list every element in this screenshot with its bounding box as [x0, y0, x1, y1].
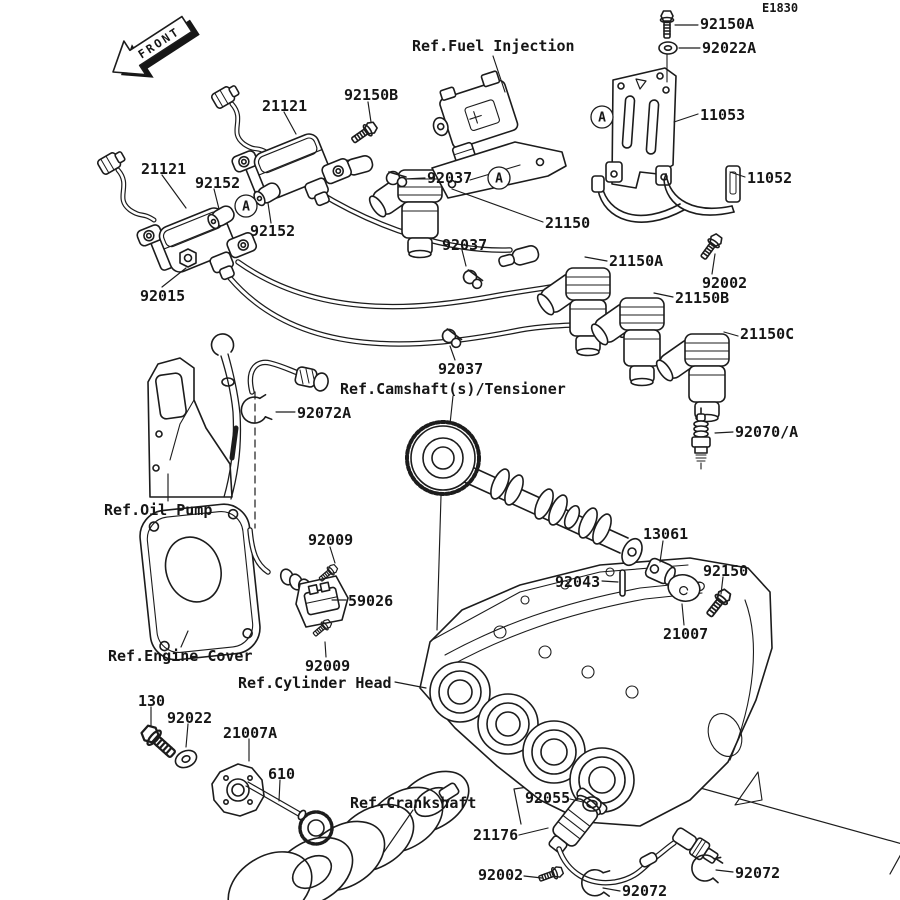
clamp-92037-icon	[439, 326, 465, 350]
timing-rotor-art	[211, 763, 307, 821]
part-label-92070a: 92070/A	[735, 423, 799, 441]
leader-lines	[150, 24, 746, 892]
part-label-11052: 11052	[747, 169, 793, 187]
part-label-92152-upper: 92152	[195, 174, 241, 192]
marker-a-label: A	[598, 111, 606, 126]
bracket-11053-art	[591, 41, 685, 223]
part-label-11053: 11053	[700, 106, 746, 124]
part-label-13061: 13061	[643, 525, 689, 543]
nut-92015-icon	[179, 248, 197, 268]
part-label-92072-right: 92072	[735, 864, 781, 882]
plug-cap-21150a-icon	[533, 267, 611, 357]
part-label-92037-low: 92037	[438, 360, 484, 378]
clamp-92072a-icon	[239, 393, 273, 425]
part-label-92150b: 92150B	[344, 86, 399, 104]
part-label-21150a: 21150A	[609, 252, 664, 270]
engine-cover-art	[139, 503, 261, 661]
part-label-92009-bottom: 92009	[305, 657, 351, 675]
oil-pump-bracket-art	[147, 333, 242, 500]
part-label-92037-mid: 92037	[442, 236, 488, 254]
ref-label-engine-cover: Ref.Engine Cover	[108, 647, 253, 665]
part-label-92072a: 92072A	[297, 404, 352, 422]
part-label-92009-top: 92009	[308, 531, 354, 549]
part-label-92002-top: 92002	[702, 274, 748, 292]
part-label-21007: 21007	[663, 625, 709, 643]
bolt-130-icon	[137, 721, 181, 763]
cylinder-head-art	[419, 557, 773, 827]
part-label-21121-upper: 21121	[262, 97, 308, 115]
assembly-marker-a: A	[590, 105, 614, 129]
front-arrow: FRONT	[112, 15, 200, 78]
part-label-21150: 21150	[545, 214, 591, 232]
spark-plug-icon	[691, 407, 711, 470]
part-label-92152-lower: 92152	[250, 222, 296, 240]
clamp-92037-icon	[460, 267, 486, 291]
part-label-21150c: 21150C	[740, 325, 795, 343]
ref-label-camshaft: Ref.Camshaft(s)/Tensioner	[340, 380, 566, 398]
ref-label-crankshaft: Ref.Crankshaft	[350, 794, 477, 812]
ref-label-fuel-injection: Ref.Fuel Injection	[412, 37, 575, 55]
part-label-21150b: 21150B	[675, 289, 730, 307]
part-label-21007a: 21007A	[223, 724, 278, 742]
bolt-92002-top-icon	[697, 231, 725, 263]
ref-label-oil-pump: Ref.Oil Pump	[104, 501, 213, 519]
part-label-92055: 92055	[525, 789, 571, 807]
pickup-coil-art	[247, 527, 349, 628]
crankshaft-art	[227, 770, 470, 900]
washer-92022-icon	[174, 749, 198, 769]
part-label-92150: 92150	[703, 562, 749, 580]
plug-cap-21150c-icon	[652, 333, 730, 423]
part-label-92072-left: 92072	[622, 882, 668, 900]
drawing-code: E1830	[762, 1, 799, 15]
camshaft-art	[405, 420, 643, 567]
part-label-92043: 92043	[555, 573, 601, 591]
part-label-92022: 92022	[167, 709, 213, 727]
part-label-610: 610	[268, 765, 296, 783]
assembly-marker-a: A	[234, 194, 258, 218]
washer-92022a-icon	[658, 41, 678, 55]
part-label-92022a: 92022A	[702, 39, 757, 57]
hose-art	[247, 359, 329, 529]
assembly-marker-a: A	[487, 166, 511, 190]
part-label-59026: 59026	[348, 592, 394, 610]
pin-92043-icon	[619, 569, 626, 597]
part-label-92002-bottom: 92002	[478, 866, 524, 884]
part-label-21176: 21176	[473, 826, 519, 844]
coil-connector-icon	[95, 147, 128, 177]
bolt-92150a-icon	[659, 10, 675, 39]
bolt-92002-bottom-icon	[536, 864, 565, 885]
part-label-21121-lower: 21121	[141, 160, 187, 178]
part-label-92150a: 92150A	[700, 15, 755, 33]
part-label-130: 130	[138, 692, 166, 710]
rotor-cap-21007-icon	[667, 573, 705, 603]
bracket-11052-art	[663, 165, 741, 216]
marker-a-label: A	[495, 172, 503, 187]
part-label-92037-top: 92037	[427, 169, 473, 187]
part-label-92015: 92015	[140, 287, 186, 305]
bolt-92150b-icon	[348, 119, 380, 147]
crank-sensor-art	[548, 787, 724, 886]
marker-a-label: A	[242, 200, 250, 215]
coil-connector-icon	[209, 81, 242, 111]
coil-harness-art	[115, 101, 269, 223]
ref-label-cylinder-head: Ref.Cylinder Head	[238, 674, 392, 692]
